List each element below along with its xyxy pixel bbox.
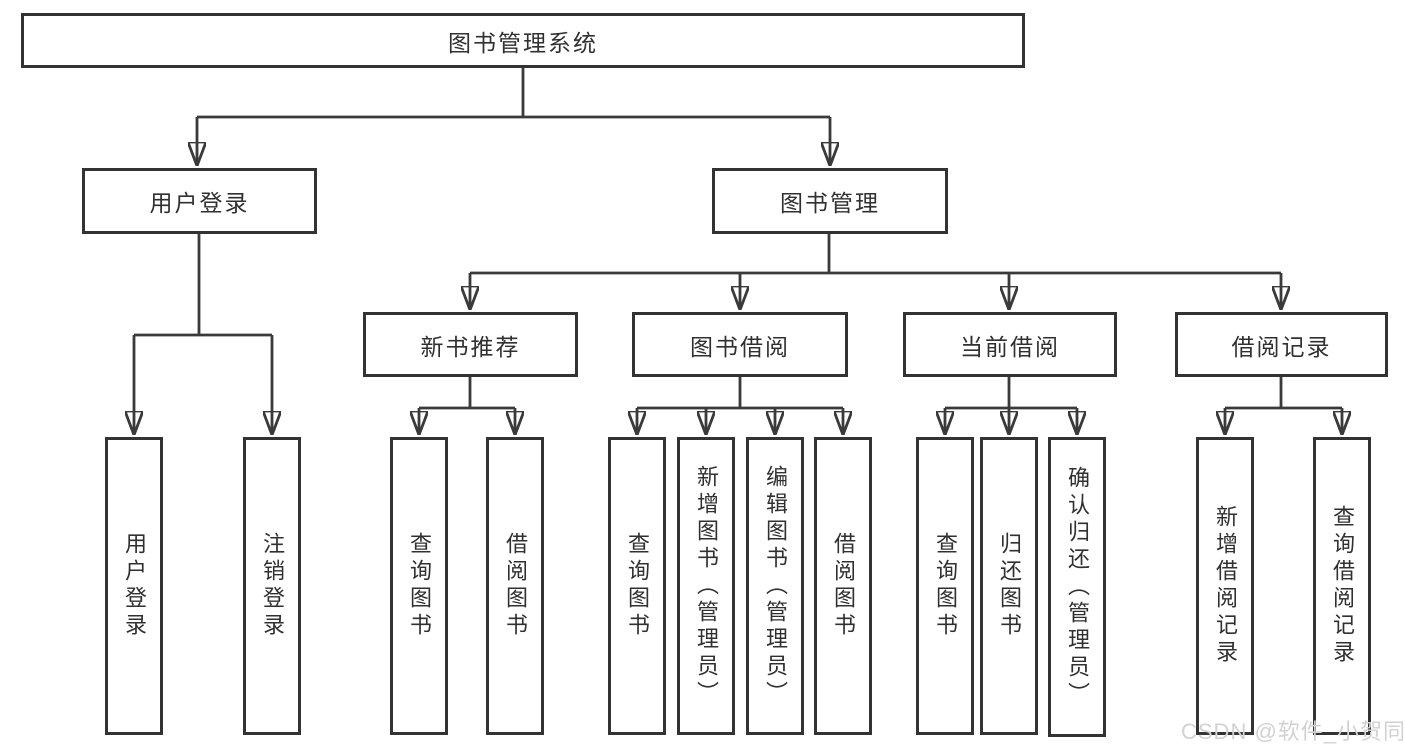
leaf-user-login-label: 用户登录 xyxy=(122,532,147,640)
leaf-user-login: 用户登录 xyxy=(105,437,163,735)
leaf-borrow-borrow-book-label: 借阅图书 xyxy=(831,532,856,640)
leaf-borrow-edit-book-admin-label: 编辑图书（管理员） xyxy=(763,464,788,708)
leaf-current-confirm-return-admin: 确认归还（管理员） xyxy=(1048,437,1106,737)
leaf-current-search-book-label: 查询图书 xyxy=(933,532,958,640)
node-borrow-records: 借阅记录 xyxy=(1175,312,1388,377)
node-book-borrow: 图书借阅 xyxy=(632,312,848,377)
leaf-borrow-add-book-admin-label: 新增图书（管理员） xyxy=(694,464,719,708)
leaf-records-search-record-label: 查询借阅记录 xyxy=(1330,505,1355,667)
node-library-management-system: 图书管理系统 xyxy=(21,13,1025,68)
leaf-current-confirm-return-admin-label: 确认归还（管理员） xyxy=(1065,465,1090,709)
leaf-borrow-borrow-book: 借阅图书 xyxy=(814,437,872,735)
leaf-current-return-book: 归还图书 xyxy=(980,437,1038,735)
leaf-borrow-search-book: 查询图书 xyxy=(608,437,666,735)
leaf-borrow-edit-book-admin: 编辑图书（管理员） xyxy=(746,437,804,735)
leaf-recommend-search-book-label: 查询图书 xyxy=(407,532,432,640)
node-user-login-label: 用户登录 xyxy=(149,190,250,216)
node-new-book-recommend: 新书推荐 xyxy=(363,312,578,377)
node-borrow-records-label: 借阅记录 xyxy=(1231,333,1332,360)
node-book-management-label: 图书管理 xyxy=(780,190,880,216)
node-book-borrow-label: 图书借阅 xyxy=(690,333,790,360)
leaf-current-return-book-label: 归还图书 xyxy=(997,532,1022,640)
leaf-recommend-borrow-book-label: 借阅图书 xyxy=(503,532,528,640)
node-current-borrow-label: 当前借阅 xyxy=(960,333,1060,360)
csdn-watermark: CSDN @软件_小贺同学 xyxy=(1181,719,1405,744)
leaf-recommend-borrow-book: 借阅图书 xyxy=(486,437,544,735)
leaf-logout: 注销登录 xyxy=(243,437,301,735)
node-current-borrow: 当前借阅 xyxy=(903,312,1117,377)
node-user-login: 用户登录 xyxy=(82,168,317,234)
leaf-borrow-search-book-label: 查询图书 xyxy=(625,532,650,640)
leaf-borrow-add-book-admin: 新增图书（管理员） xyxy=(677,437,735,735)
leaf-recommend-search-book: 查询图书 xyxy=(390,437,448,735)
node-book-management: 图书管理 xyxy=(712,168,948,234)
leaf-records-add-record: 新增借阅记录 xyxy=(1196,437,1254,735)
leaf-records-add-record-label: 新增借阅记录 xyxy=(1213,505,1238,667)
leaf-logout-label: 注销登录 xyxy=(260,532,285,640)
node-new-book-recommend-label: 新书推荐 xyxy=(420,333,521,360)
leaf-records-search-record: 查询借阅记录 xyxy=(1313,437,1371,735)
leaf-current-search-book: 查询图书 xyxy=(916,437,974,735)
node-library-management-system-label: 图书管理系统 xyxy=(448,29,598,56)
